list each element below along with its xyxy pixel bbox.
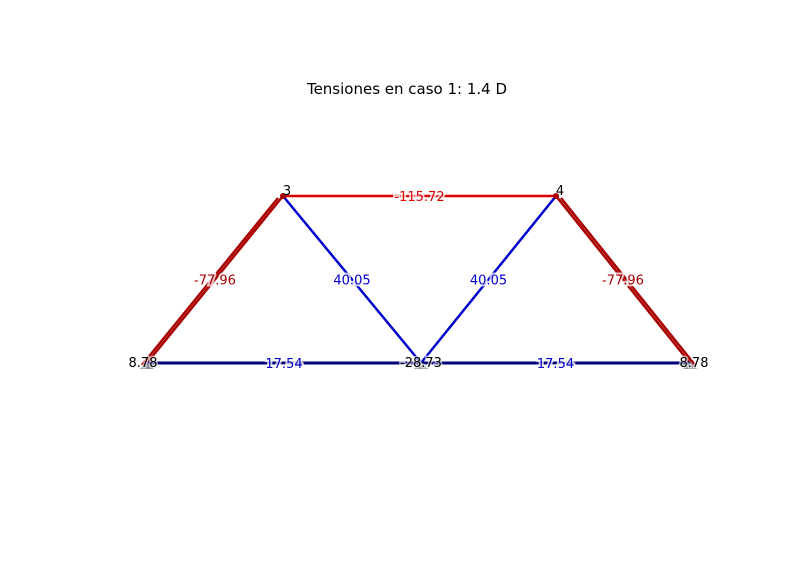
support-triangle-icon — [140, 361, 154, 369]
reaction-node-2: -28.73 — [400, 356, 442, 371]
support-triangle-icon — [683, 361, 697, 369]
member-right-diagonal — [555, 195, 696, 366]
node-label-3: 3 — [283, 184, 291, 199]
member-right-diagonal-line — [555, 195, 691, 364]
member-top-chord-value: -115.72 — [394, 190, 444, 205]
reaction-node-5: 8.78 — [680, 356, 709, 371]
diagram-title: Tensiones en caso 1: 1.4 D — [306, 80, 507, 98]
member-left-diagonal — [141, 195, 284, 366]
member-inner-right-diagonal-value: 40.05 — [470, 274, 507, 289]
members-layer — [141, 194, 696, 366]
support-triangle-icon — [414, 361, 428, 369]
node-label-4: 4 — [556, 184, 564, 199]
member-inner-left-diagonal — [282, 195, 422, 364]
member-bottom-left-value: 17.54 — [265, 357, 302, 372]
member-inner-left-diagonal-line — [282, 195, 422, 364]
member-left-diagonal-line — [146, 195, 284, 364]
supports-layer — [140, 193, 697, 369]
member-inner-right-diagonal — [420, 195, 557, 364]
member-inner-right-diagonal-line — [420, 195, 557, 364]
member-left-diagonal-value: -77.96 — [194, 274, 236, 289]
node-3-dot — [280, 193, 286, 199]
reaction-node-1: 8.78 — [129, 356, 158, 371]
labels-layer: -115.72 -77.96 -77.96 40.05 40.05 17.54 17.54 3… — [127, 184, 710, 374]
member-left-diagonal-deformed — [141, 197, 279, 366]
member-right-diagonal-deformed — [560, 197, 696, 366]
member-right-diagonal-value: -77.96 — [602, 274, 644, 289]
member-inner-left-diagonal-value: 40.05 — [333, 274, 370, 289]
node-4-dot — [553, 193, 559, 199]
member-bottom-right-value: 17.54 — [537, 357, 574, 372]
